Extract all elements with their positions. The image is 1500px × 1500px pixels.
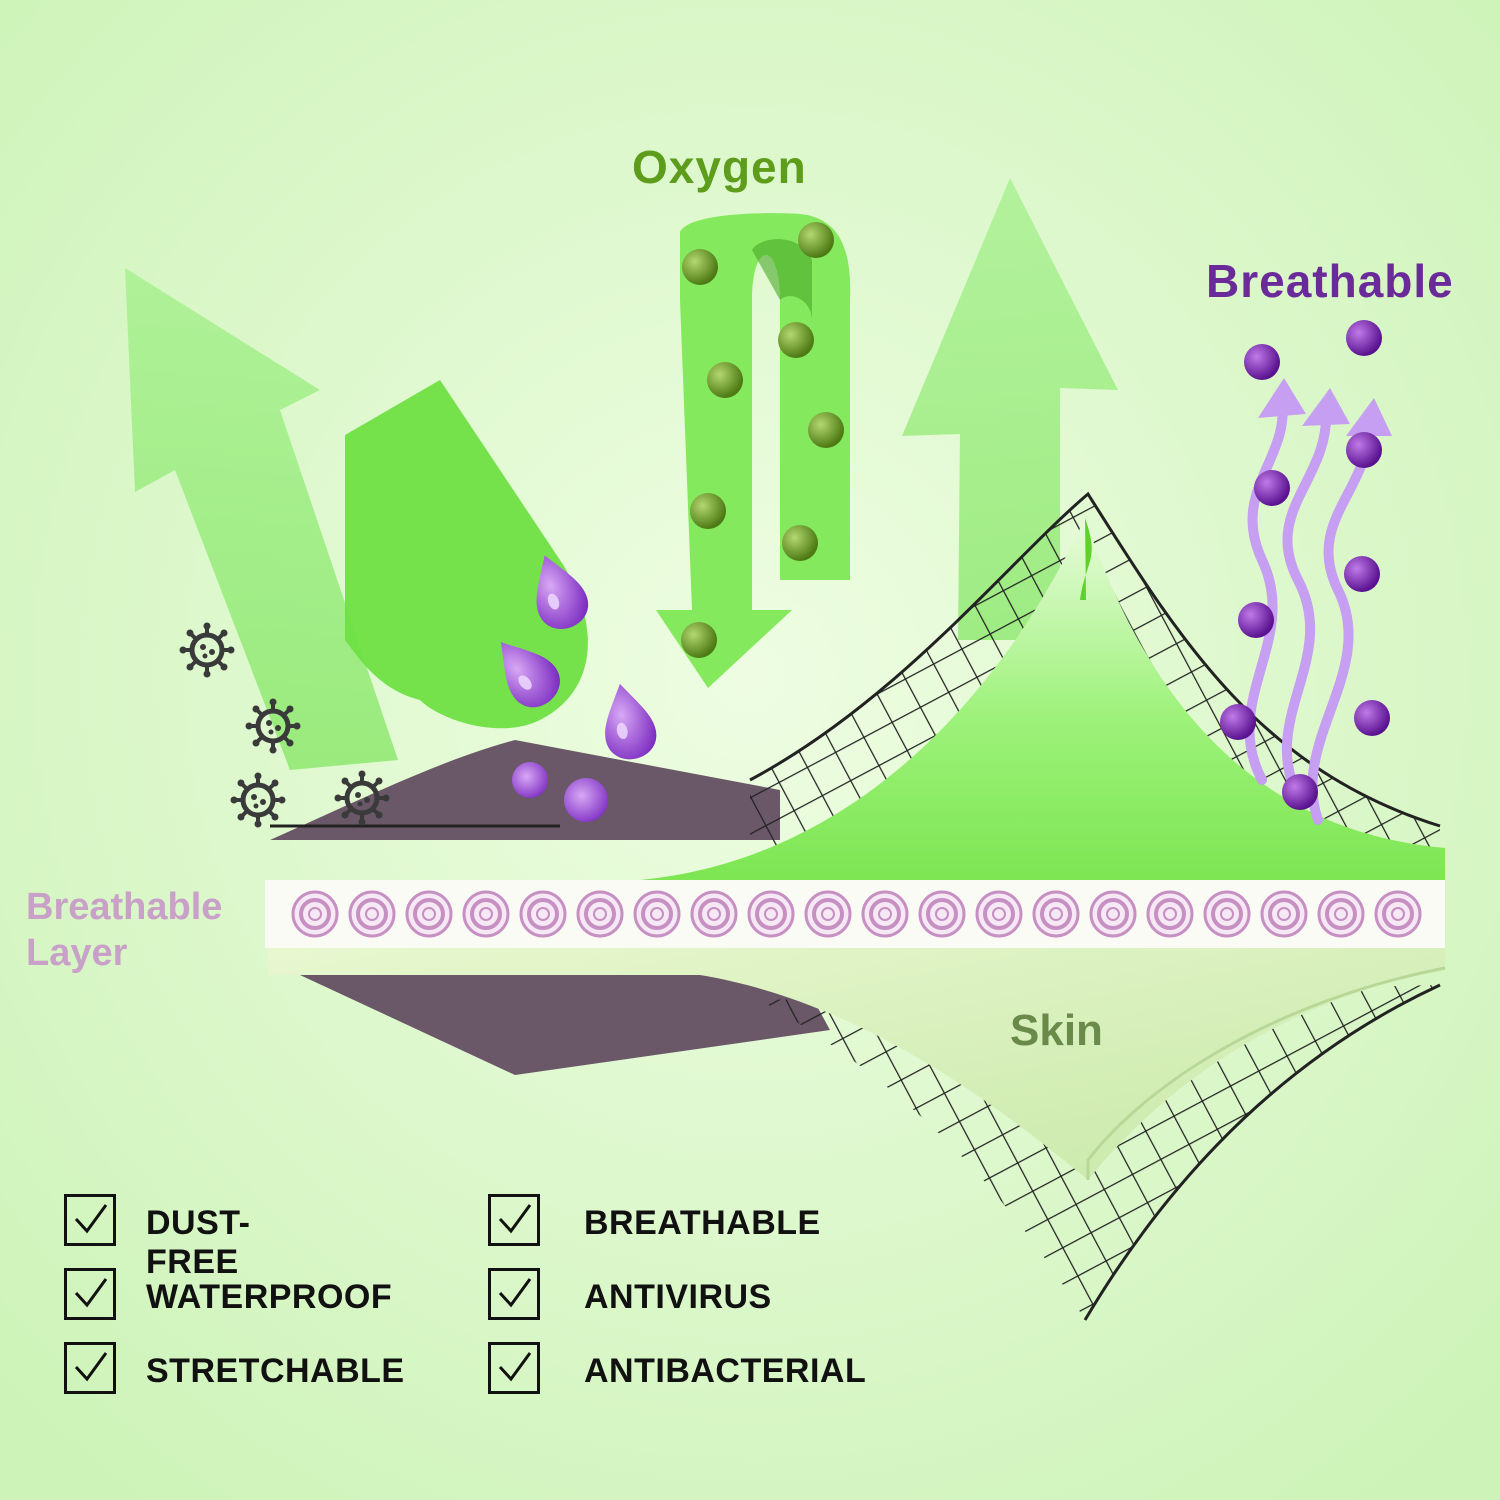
cell-ring-icon — [804, 890, 852, 938]
oxygen-molecule-icon — [707, 362, 743, 398]
check-icon — [498, 1352, 532, 1382]
check-icon — [74, 1278, 108, 1308]
purple-molecule-icon — [1282, 774, 1318, 810]
water-drop-icon — [564, 778, 608, 822]
oxygen-label: Oxygen — [632, 141, 807, 193]
purple-molecule-icon — [1346, 432, 1382, 468]
cell-ring-icon — [1374, 890, 1422, 938]
cell-ring-icon — [405, 890, 453, 938]
dark-membrane-bottom — [300, 975, 830, 1075]
breathable-label: Breathable — [1206, 255, 1454, 307]
feature-label: WATERPROOF — [146, 1278, 393, 1316]
purple-molecule-icon — [1244, 344, 1280, 380]
feature-label: ANTIBACTERIAL — [584, 1352, 867, 1390]
green-top-sheet — [640, 518, 1445, 880]
cell-ring-icon — [1089, 890, 1137, 938]
cell-ring-icon — [576, 890, 624, 938]
cell-ring-icon — [1032, 890, 1080, 938]
purple-molecule-icon — [1344, 556, 1380, 592]
checkbox-checked — [64, 1268, 116, 1320]
check-icon — [498, 1204, 532, 1234]
breathable-layer-label-line2: Layer — [26, 932, 128, 974]
cell-ring-icon — [1260, 890, 1308, 938]
cell-ring-icon — [348, 890, 396, 938]
loop-shadow — [752, 239, 812, 320]
purple-molecule-icon — [1346, 320, 1382, 356]
feature-label: STRETCHABLE — [146, 1352, 405, 1390]
skin-label: Skin — [1010, 1006, 1103, 1055]
cell-ring-icon — [462, 890, 510, 938]
cell-ring-icon — [918, 890, 966, 938]
water-drop-icon — [512, 762, 548, 798]
cell-ring-icon — [1317, 890, 1365, 938]
oxygen-molecule-icon — [798, 222, 834, 258]
cell-ring-icon — [519, 890, 567, 938]
check-icon — [498, 1278, 532, 1308]
checkbox-checked — [488, 1342, 540, 1394]
feature-label: BREATHABLE — [584, 1204, 821, 1242]
purple-molecule-icon — [1354, 700, 1390, 736]
cell-ring-icon — [1203, 890, 1251, 938]
checkbox-checked — [488, 1268, 540, 1320]
checkbox-checked — [488, 1194, 540, 1246]
check-icon — [74, 1352, 108, 1382]
big-arrow-left-icon — [125, 268, 398, 770]
cell-ring-icon — [747, 890, 795, 938]
checkbox-checked — [64, 1342, 116, 1394]
oxygen-molecule-icon — [690, 493, 726, 529]
breathable-layer-label: Breathable Layer — [26, 884, 222, 976]
oxygen-molecule-icon — [782, 525, 818, 561]
cell-ring-icon — [861, 890, 909, 938]
cell-ring-icon — [975, 890, 1023, 938]
big-arrow-right-icon — [902, 178, 1118, 640]
cell-ring-icon — [633, 890, 681, 938]
mesh-bottom-edge — [1083, 983, 1441, 1321]
oxygen-molecule-icon — [808, 412, 844, 448]
skin-edge — [1086, 966, 1446, 1180]
cell-ring-icon — [690, 890, 738, 938]
oxygen-molecules — [681, 222, 844, 658]
oxygen-molecule-icon — [681, 622, 717, 658]
oxygen-molecule-icon — [778, 322, 814, 358]
mesh-top-edge — [749, 491, 1441, 828]
feature-label: ANTIVIRUS — [584, 1278, 772, 1316]
green-ribbon-arrow-icon — [345, 380, 588, 729]
wavy-arrow-heads — [1258, 378, 1392, 436]
skin-sheet — [268, 948, 1445, 1180]
checkbox-checked — [64, 1194, 116, 1246]
check-icon — [74, 1204, 108, 1234]
purple-molecule-icon — [1254, 470, 1290, 506]
purple-molecule-icon — [1238, 602, 1274, 638]
purple-molecule-icon — [1220, 704, 1256, 740]
wavy-arrow-icon — [1307, 415, 1376, 825]
wavy-arrow-icon — [1281, 405, 1332, 805]
oxygen-molecule-icon — [682, 249, 718, 285]
purple-molecules — [1220, 320, 1390, 810]
cell-ring-icon — [1146, 890, 1194, 938]
feature-label: DUST-FREE — [146, 1204, 251, 1281]
sheet-fold — [1080, 518, 1092, 600]
cell-ring-icon — [291, 890, 339, 938]
breathable-layer-label-line1: Breathable — [26, 886, 223, 928]
